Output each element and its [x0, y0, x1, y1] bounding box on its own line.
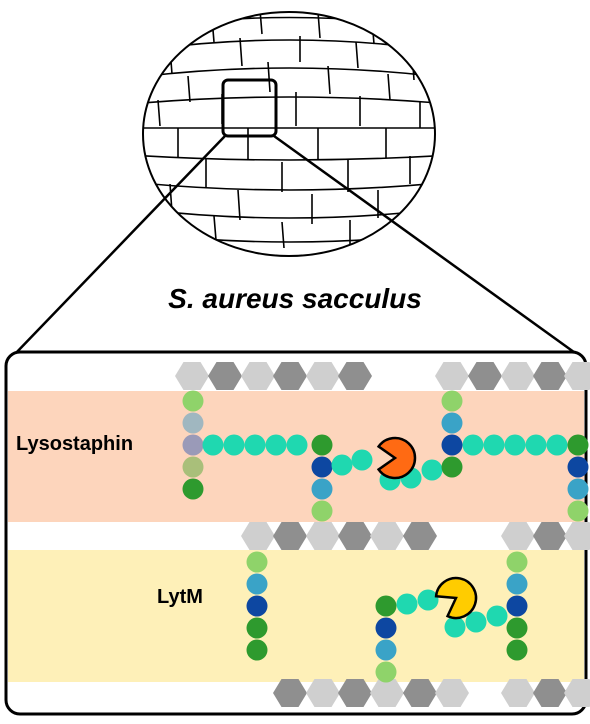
- glycine-dot: [462, 434, 484, 456]
- stem-peptide-dot: [311, 456, 333, 478]
- stem-peptide-dot: [441, 412, 463, 434]
- hexagon-sugar-icon: [533, 679, 567, 707]
- hexagon-sugar-icon: [403, 679, 437, 707]
- stem-peptide-dot: [311, 434, 333, 456]
- hexagon-sugar-icon: [468, 362, 502, 390]
- glycine-dot: [486, 605, 508, 627]
- stem-peptide-dot: [441, 390, 463, 412]
- hexagon-sugar-icon: [338, 679, 372, 707]
- stem-peptide-dot: [311, 500, 333, 522]
- hexagon-sugar-icon: [564, 362, 590, 390]
- hexagon-sugar-icon: [306, 362, 340, 390]
- glycine-dot: [351, 449, 373, 471]
- hexagon-sugar-icon: [501, 522, 535, 550]
- stem-peptide-dot: [567, 500, 589, 522]
- glycine-dot: [417, 589, 439, 611]
- glycine-dot: [444, 616, 466, 638]
- hexagon-sugar-icon: [273, 522, 307, 550]
- stem-peptide-dot: [182, 478, 204, 500]
- stem-peptide-dot: [182, 412, 204, 434]
- hexagon-sugar-icon: [338, 362, 372, 390]
- stem-peptide-dot: [375, 639, 397, 661]
- stem-peptide-dot: [182, 390, 204, 412]
- lytm-pacman-icon: [434, 576, 478, 620]
- diagram-title: S. aureus sacculus: [168, 283, 422, 314]
- glycine-dot: [525, 434, 547, 456]
- magnifier-box-icon: [13, 78, 579, 357]
- glycine-dot: [546, 434, 568, 456]
- hexagon-sugar-icon: [403, 522, 437, 550]
- glycine-dot: [465, 611, 487, 633]
- stem-peptide-dot: [506, 595, 528, 617]
- glycine-dot: [223, 434, 245, 456]
- stem-peptide-dot: [311, 478, 333, 500]
- hexagon-sugar-icon: [273, 362, 307, 390]
- hexagon-sugar-icon: [435, 679, 469, 707]
- hexagon-sugar-icon: [306, 522, 340, 550]
- stem-peptide-dot: [246, 551, 268, 573]
- stem-peptide-dot: [441, 456, 463, 478]
- glycine-dot: [286, 434, 308, 456]
- lysostaphin-lane: [8, 391, 584, 522]
- lane-label-lytm: LytM: [157, 586, 203, 608]
- stem-peptide-dot: [506, 617, 528, 639]
- stem-peptide-dot: [567, 434, 589, 456]
- hexagon-sugar-icon: [370, 679, 404, 707]
- hexagon-sugar-icon: [533, 522, 567, 550]
- hexagon-sugar-icon: [241, 522, 275, 550]
- stem-peptide-dot: [375, 617, 397, 639]
- hexagon-sugar-icon: [273, 679, 307, 707]
- glycine-dot: [331, 454, 353, 476]
- stem-peptide-dot: [506, 573, 528, 595]
- hexagon-sugar-icon: [501, 679, 535, 707]
- hexagon-sugar-icon: [370, 522, 404, 550]
- glycine-dot: [265, 434, 287, 456]
- hexagon-sugar-icon: [564, 522, 590, 550]
- glycine-dot: [396, 593, 418, 615]
- hexagon-sugar-icon: [175, 362, 209, 390]
- hexagon-sugar-icon: [241, 362, 275, 390]
- stem-peptide-dot: [246, 639, 268, 661]
- glycine-dot: [244, 434, 266, 456]
- stem-peptide-dot: [375, 595, 397, 617]
- stem-peptide-dot: [246, 595, 268, 617]
- hexagon-sugar-icon: [533, 362, 567, 390]
- lysostaphin-pacman-icon: [376, 436, 417, 480]
- stem-peptide-dot: [506, 639, 528, 661]
- hexagon-sugar-icon: [435, 362, 469, 390]
- stem-peptide-dot: [246, 617, 268, 639]
- hexagon-sugar-icon: [501, 362, 535, 390]
- lane-label-lysostaphin: Lysostaphin: [16, 433, 134, 455]
- stem-peptide-dot: [246, 573, 268, 595]
- glycine-dot: [421, 459, 443, 481]
- hexagon-sugar-icon: [564, 679, 590, 707]
- stem-peptide-dot: [567, 456, 589, 478]
- panel-content: [8, 362, 590, 707]
- glycine-dot: [202, 434, 224, 456]
- stem-peptide-dot: [567, 478, 589, 500]
- glycine-dot: [504, 434, 526, 456]
- stem-peptide-dot: [441, 434, 463, 456]
- stem-peptide-dot: [375, 661, 397, 683]
- hexagon-sugar-icon: [208, 362, 242, 390]
- sacculus-sphere-icon: [142, 11, 436, 257]
- hexagon-sugar-icon: [338, 522, 372, 550]
- stem-peptide-dot: [182, 434, 204, 456]
- stem-peptide-dot: [506, 551, 528, 573]
- glycine-dot: [483, 434, 505, 456]
- stem-peptide-dot: [182, 456, 204, 478]
- hexagon-sugar-icon: [306, 679, 340, 707]
